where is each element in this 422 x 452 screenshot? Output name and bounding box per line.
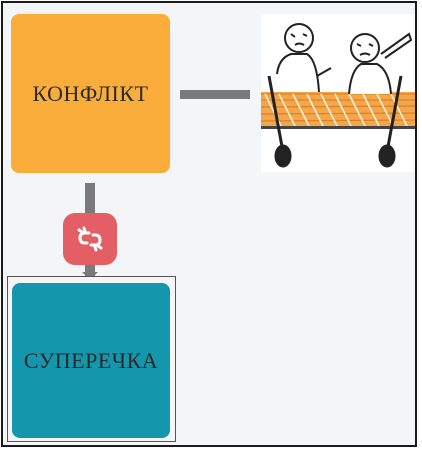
node-conflict-label: КОНФЛІКТ (32, 80, 149, 106)
two-people-arguing-icon (260, 23, 416, 168)
connector-horizontal (180, 90, 250, 99)
broken-link-icon (77, 226, 103, 252)
node-argument[interactable]: СУПЕРЕЧКА (12, 283, 170, 438)
node-argument-label: СУПЕРЕЧКА (23, 347, 159, 373)
node-conflict[interactable]: КОНФЛІКТ (11, 14, 170, 173)
argument-illustration (260, 14, 416, 172)
broken-link-badge[interactable] (63, 213, 117, 265)
